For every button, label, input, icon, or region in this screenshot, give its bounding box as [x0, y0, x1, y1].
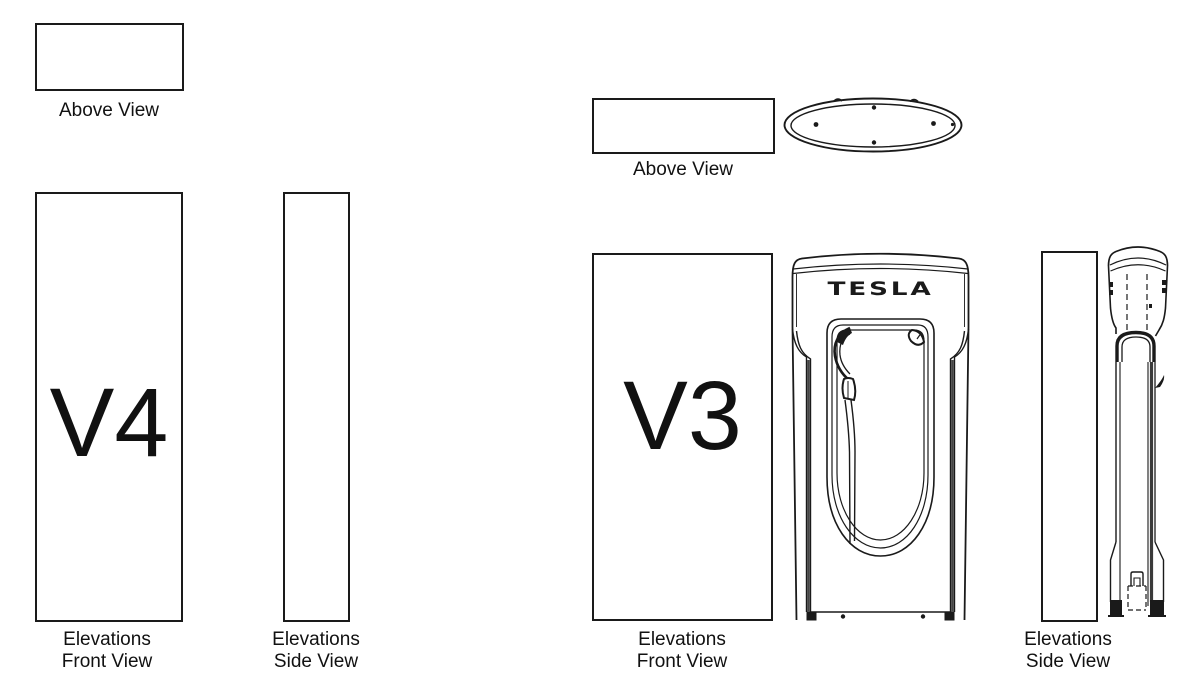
- side-hidden-edges-dashed: [1126, 274, 1148, 332]
- v4-front-view-box: [35, 192, 183, 622]
- v4-side-view-label: Elevations Side View: [272, 629, 360, 672]
- v4-front-view-label: Elevations Front View: [61, 629, 153, 672]
- side-column-lines: [1115, 362, 1156, 606]
- v3-side-elevation-drawing: [1107, 246, 1169, 617]
- v4-above-view-label: Above View: [59, 100, 159, 121]
- v3-side-view-label: Elevations Side View: [1024, 629, 1112, 672]
- v3-front-view-box: [592, 253, 773, 621]
- v3-above-view-label: Above View: [633, 159, 733, 180]
- front-outer-silhouette: [791, 252, 970, 621]
- v3-above-view-box: [592, 98, 775, 154]
- side-bottom-flare: [1109, 541, 1165, 602]
- v3-side-view-box: [1041, 251, 1098, 622]
- side-dome-cap: [1107, 246, 1169, 272]
- side-upper-edges: [1107, 265, 1169, 337]
- front-upper-edge-lines: [796, 274, 965, 327]
- side-edge-marks: [1109, 280, 1166, 308]
- holster-corner-wedge-tick: [916, 333, 921, 340]
- front-face-edges: [791, 328, 970, 612]
- above-view-inner-ellipse: [790, 103, 956, 148]
- v3-designator: V3: [623, 361, 742, 470]
- side-holster-arch: [1115, 330, 1156, 362]
- v4-side-view-box: [283, 192, 350, 622]
- above-view-bolt-dots: [813, 105, 955, 145]
- cable-holster-u: [826, 318, 935, 557]
- v4-designator: V4: [49, 368, 169, 477]
- tesla-wordmark: TESLA: [828, 278, 934, 300]
- side-cable-hook: [1155, 375, 1165, 388]
- front-base-and-feet: [806, 611, 955, 621]
- side-hidden-anchor: [1127, 571, 1147, 611]
- holster-corner-wedge-right: [907, 328, 926, 346]
- v3-above-top-view-drawing: [783, 97, 963, 153]
- front-top-band: [792, 263, 969, 275]
- v3-front-elevation-drawing: TESLA: [791, 252, 970, 621]
- above-view-top-tabs: [833, 98, 919, 103]
- v3-front-view-label: Elevations Front View: [636, 629, 728, 672]
- above-view-outer-ellipse: [783, 97, 963, 153]
- v4-above-view-box: [35, 23, 184, 91]
- side-base-feet: [1108, 600, 1166, 617]
- charging-connector-handle: [833, 326, 857, 402]
- charger-cable: [844, 399, 856, 545]
